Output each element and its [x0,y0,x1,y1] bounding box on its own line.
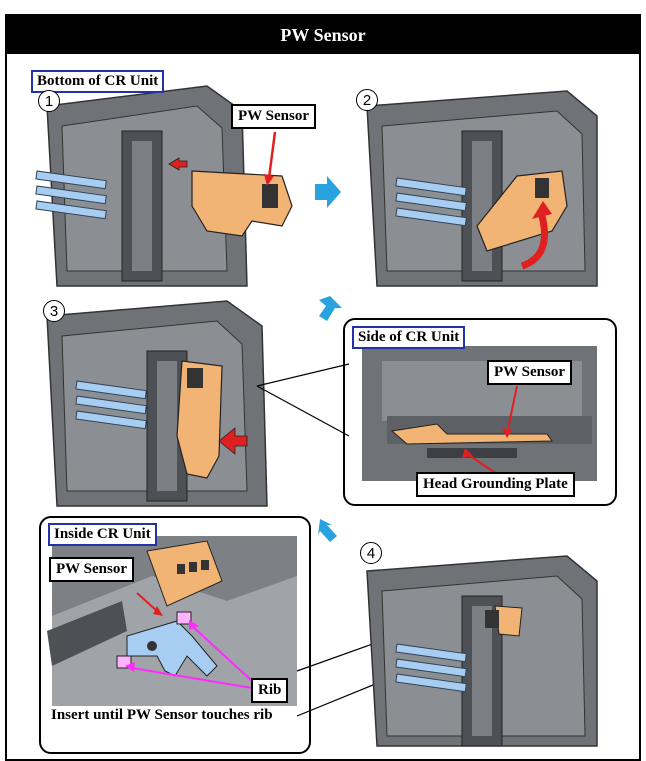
head-grounding-plate-label: Head Grounding Plate [416,472,575,497]
section-inside-cr-unit: Inside CR Unit [48,523,157,546]
section-side-cr-unit: Side of CR Unit [352,326,466,349]
section-bottom-cr-unit: Bottom of CR Unit [31,70,165,93]
step-2-illustration [366,90,598,287]
pw-sensor-label-step1: PW Sensor [231,104,316,129]
red-arrow [168,157,188,171]
pw-sensor-label-inside: PW Sensor [49,557,134,582]
step-2-number: 2 [356,89,378,111]
side-cr-unit-callout [343,318,617,506]
flow-arrow-right [315,176,341,208]
step-1-illustration [35,85,293,287]
step-4-illustration [366,555,598,747]
page-frame: PW Sensor [5,14,641,761]
page-title: PW Sensor [7,16,639,54]
step-4-number: 4 [360,542,382,564]
pw-sensor-label-side: PW Sensor [487,360,572,385]
inside-cr-unit-callout [39,516,311,754]
step-1-number: 1 [38,90,60,112]
step-3-number: 3 [43,300,65,322]
insert-instruction-note: Insert until PW Sensor touches rib [51,707,273,723]
flow-arrow-down-left-1 [319,296,342,321]
step-3-illustration [46,300,350,507]
red-arrow [218,427,248,455]
flow-arrow-down-left-2 [318,519,337,542]
rotate-arrow [520,215,548,270]
rib-label: Rib [251,678,289,703]
grounding-plate [126,620,218,677]
illustrations [35,85,598,747]
